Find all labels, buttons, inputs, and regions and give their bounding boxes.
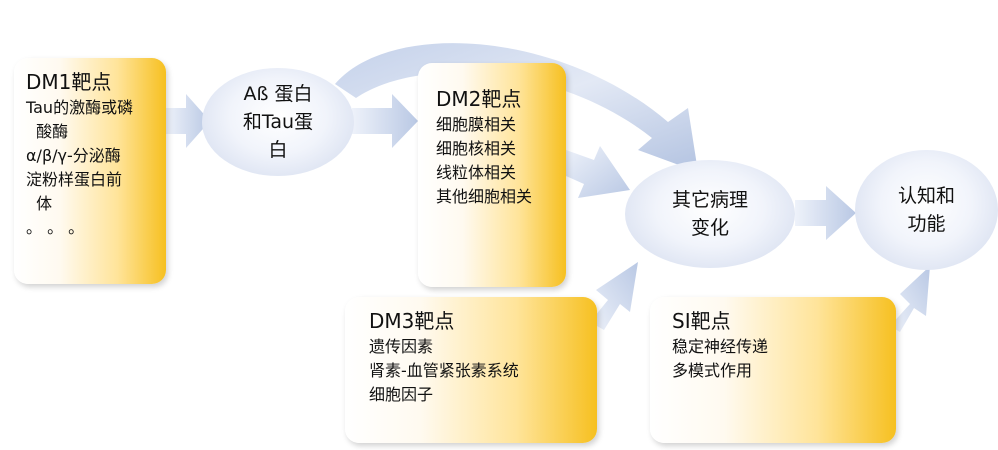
dm3-line-1: 遗传因素 — [369, 337, 434, 356]
dm1-line-3: α/β/γ-分泌酶 — [26, 146, 121, 165]
si-target-box: SI靶点 稳定神经传递 多模式作用 — [650, 297, 896, 443]
dm3-target-box: DM3靶点 遗传因素 肾素-血管紧张素系统 细胞因子 — [345, 297, 597, 443]
arrow-other-to-cog — [795, 186, 856, 240]
arrow-ab-to-dm2 — [352, 94, 418, 148]
dm1-title: DM1靶点 — [26, 70, 112, 94]
si-title: SI靶点 — [672, 309, 731, 333]
arrow-dm1-to-ab — [166, 94, 210, 148]
dm2-title: DM2靶点 — [436, 87, 522, 111]
arrow-dm2-to-other — [566, 146, 630, 198]
dm1-line-6: 。 。 。 — [26, 218, 85, 237]
dm3-line-2: 肾素-血管紧张素系统 — [369, 361, 519, 380]
dm2-target-box: DM2靶点 细胞膜相关 细胞核相关 线粒体相关 其他细胞相关 — [418, 63, 566, 287]
dm2-line-1: 细胞膜相关 — [436, 115, 517, 134]
other-pathology-label: 其它病理 变化 — [671, 189, 748, 239]
si-line-2: 多模式作用 — [672, 361, 753, 380]
cognition-function-label: 认知和 功能 — [897, 185, 955, 235]
ab-tau-protein-oval: Aß 蛋白 和Tau蛋 白 — [202, 68, 354, 176]
ab-tau-protein-label: Aß 蛋白 和Tau蛋 白 — [242, 83, 314, 161]
dm1-line-4: 淀粉样蛋白前 — [26, 170, 123, 189]
dm1-line-1: Tau的激酶或磷 — [26, 98, 134, 117]
cognition-function-oval: 认知和 功能 — [855, 150, 998, 270]
dm3-line-3: 细胞因子 — [369, 385, 434, 404]
dm1-line-5: 体 — [26, 194, 53, 213]
arrow-dm3-to-other — [590, 262, 638, 330]
si-line-1: 稳定神经传递 — [672, 337, 769, 356]
dm2-line-3: 线粒体相关 — [436, 163, 517, 182]
dm2-line-4: 其他细胞相关 — [436, 187, 533, 206]
dm1-target-box: DM1靶点 Tau的激酶或磷 酸酶 α/β/γ-分泌酶 淀粉样蛋白前 体 。 。… — [14, 58, 166, 284]
dm2-line-2: 细胞核相关 — [436, 139, 517, 158]
dm1-line-2: 酸酶 — [26, 122, 69, 141]
arrow-si-to-cog — [890, 266, 930, 332]
dm3-title: DM3靶点 — [369, 309, 455, 333]
other-pathology-oval: 其它病理 变化 — [625, 160, 795, 268]
